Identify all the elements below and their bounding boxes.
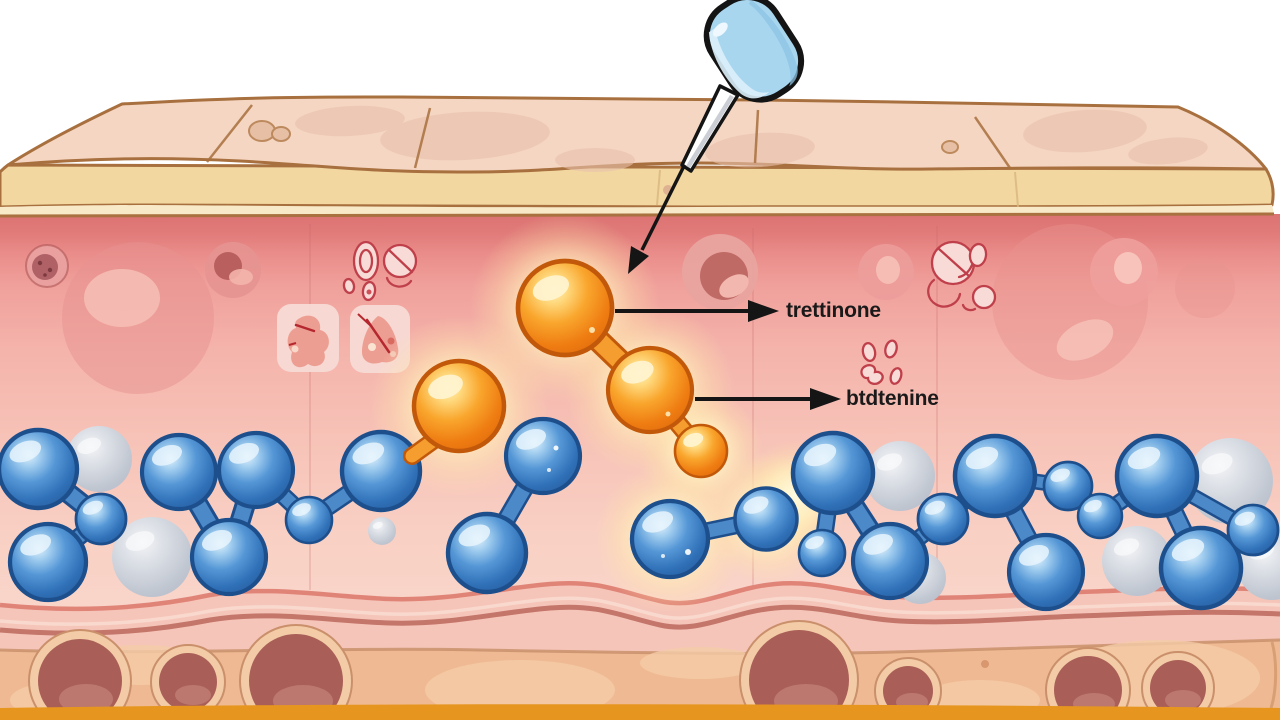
- skin-surface-layer: [0, 95, 1275, 218]
- dropper-arrow: [628, 157, 690, 274]
- dermis-layer: [0, 620, 1280, 720]
- orange-molecule-chain: [403, 261, 729, 479]
- label-btdtenine: btdtenine: [846, 387, 939, 410]
- bottom-border: [0, 704, 1280, 720]
- blue-molecule-cluster-left: [0, 430, 420, 600]
- dropper-icon: [628, 0, 805, 274]
- cell-doodles-right: [860, 240, 997, 385]
- surface-seams: [206, 104, 1012, 169]
- blue-molecule-cluster-right: [793, 433, 1280, 609]
- blue-molecule-cluster-center: [448, 419, 799, 592]
- cell-doodles-left: [342, 240, 418, 302]
- dropper-bulb: [703, 0, 805, 103]
- btdtenine-arrow: [695, 388, 841, 410]
- stratum-corneum-band: [0, 163, 1275, 209]
- label-trettinone: trettinone: [786, 299, 881, 322]
- epidermis-cells: [25, 224, 1235, 394]
- tretinone-arrow: [615, 300, 779, 322]
